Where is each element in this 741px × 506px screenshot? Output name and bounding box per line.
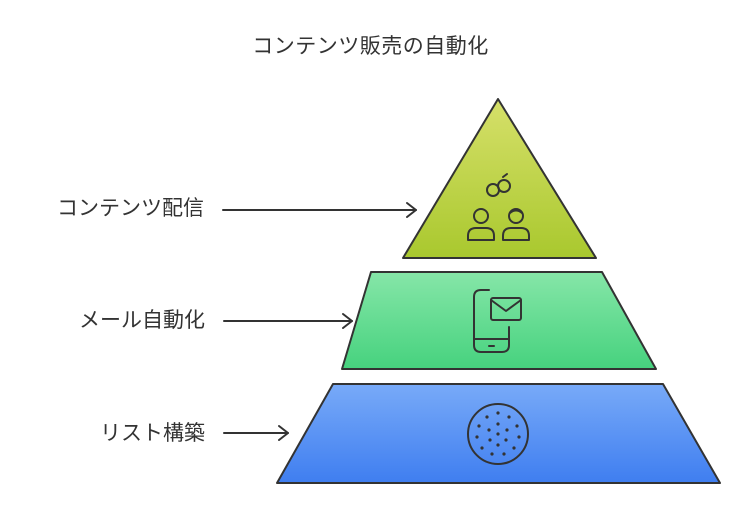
arrow-level-bottom [223, 425, 289, 441]
pyramid-level-top [402, 98, 597, 259]
arrow-level-top [222, 202, 417, 218]
people-link-icon [467, 173, 530, 241]
dots-circle-icon [467, 403, 529, 465]
level-label-content-delivery: コンテンツ配信 [57, 196, 204, 220]
mobile-mail-icon [473, 289, 522, 353]
arrow-level-middle [223, 313, 353, 329]
level-label-list-building: リスト構築 [100, 421, 205, 445]
level-label-email-automation: メール自動化 [79, 308, 205, 332]
diagram-title: コンテンツ販売の自動化 [252, 34, 489, 58]
